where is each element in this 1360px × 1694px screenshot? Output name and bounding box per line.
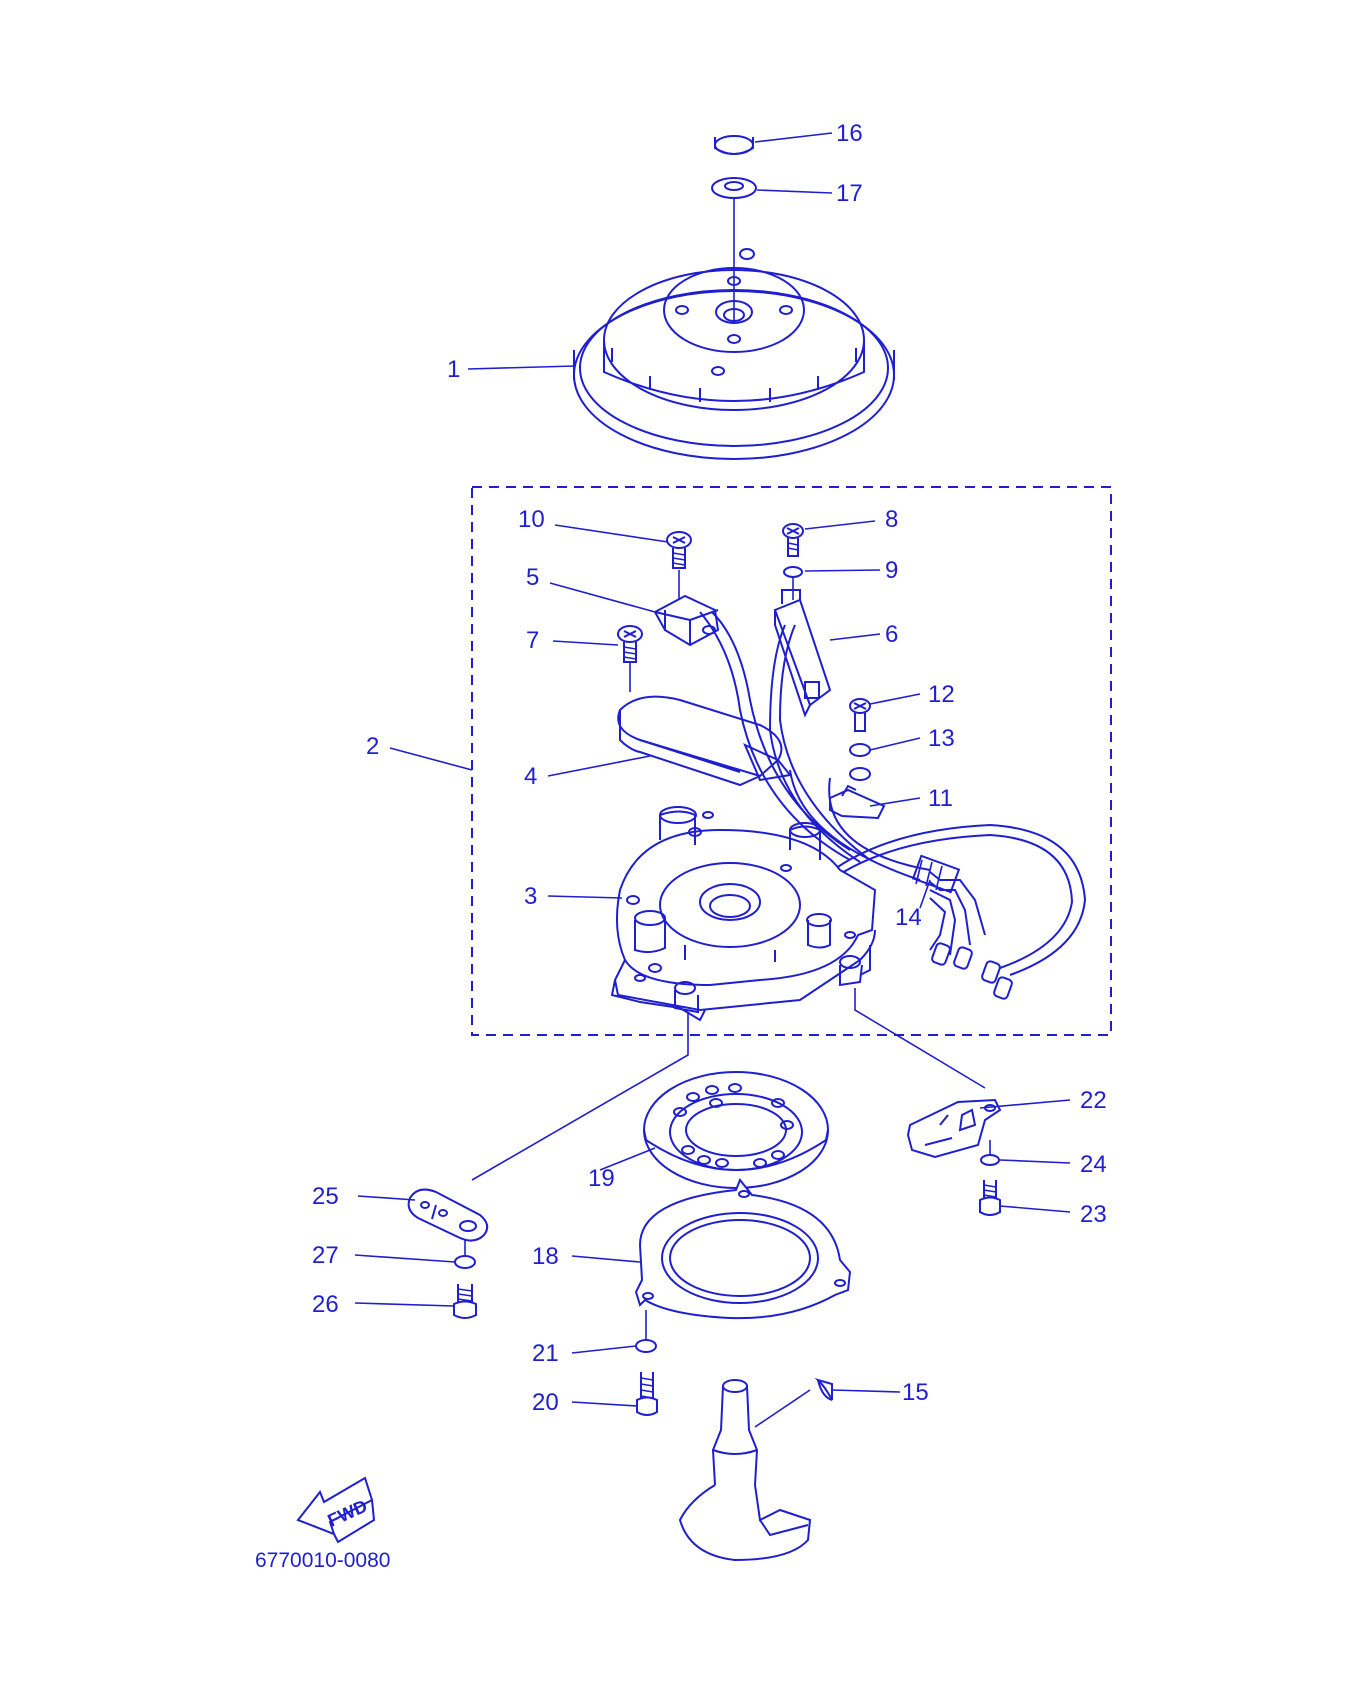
callout-27: 27 [312,1242,339,1269]
diagram-part-number: 6770010-0080 [255,1549,390,1572]
callout-23: 23 [1080,1201,1107,1228]
washer-part-21 [635,1339,657,1353]
callout-21: 21 [532,1340,559,1367]
callout-labels: 16 17 1 2 10 8 9 5 6 7 12 13 4 11 3 14 2… [312,120,1107,1416]
washer-part-17 [711,177,757,199]
callout-11: 11 [928,785,953,812]
leader-lines [354,132,1071,1428]
callout-25: 25 [312,1183,339,1210]
plug-cap-part-5 [653,594,720,647]
callout-15: 15 [902,1379,929,1406]
washer-part-24 [980,1154,1000,1166]
callout-20: 20 [532,1389,559,1416]
screw-part-10 [666,531,692,569]
crankshaft-end [678,1379,812,1562]
screw-part-7 [617,625,643,663]
callout-18: 18 [532,1243,559,1270]
bolt-part-26 [453,1284,477,1319]
ring-holes [673,1083,794,1168]
callout-14: 14 [895,904,922,931]
callout-7: 7 [526,627,539,654]
callout-4: 4 [524,763,537,790]
cdi-unit-part-6 [773,589,832,718]
callout-24: 24 [1080,1151,1107,1178]
washer-part-27 [454,1255,476,1269]
callout-1: 1 [447,356,460,383]
callout-12: 12 [928,681,955,708]
assembly-group-box-part-2 [471,486,1112,1036]
ignition-coil-part-4 [617,695,792,787]
screw-part-12 [849,698,871,732]
callout-3: 3 [524,883,537,910]
callout-8: 8 [885,506,898,533]
nut-part-16 [714,135,754,155]
ring-plate-part-19 [643,1071,829,1189]
callout-6: 6 [885,621,898,648]
callout-2: 2 [366,733,379,760]
callout-5: 5 [526,564,539,591]
callout-10: 10 [518,506,545,533]
bolt-part-20 [636,1372,658,1416]
screw-part-8 [782,523,804,557]
washer-part-9 [783,566,803,578]
callout-22: 22 [1080,1087,1107,1114]
ground-plate-part-11 [829,784,886,820]
plate-part-25 [407,1188,489,1242]
flywheel-part-1 [573,248,895,460]
callout-13: 13 [928,725,955,752]
callout-9: 9 [885,557,898,584]
wire-harness-part-14 [699,611,1087,976]
woodruff-key-part-15 [814,1377,833,1401]
callout-17: 17 [836,180,863,207]
callout-16: 16 [836,120,863,147]
callout-19: 19 [588,1165,615,1192]
housing-plate-part-18 [634,1178,852,1320]
forward-direction-arrow: FWD [296,1476,376,1544]
callout-26: 26 [312,1291,339,1318]
wire-terminals [931,942,1013,1000]
stator-base-part-3 [610,806,877,1022]
bracket-part-22 [906,1098,1002,1159]
washer-part-13 [849,743,871,757]
bolt-part-23 [979,1180,1001,1216]
